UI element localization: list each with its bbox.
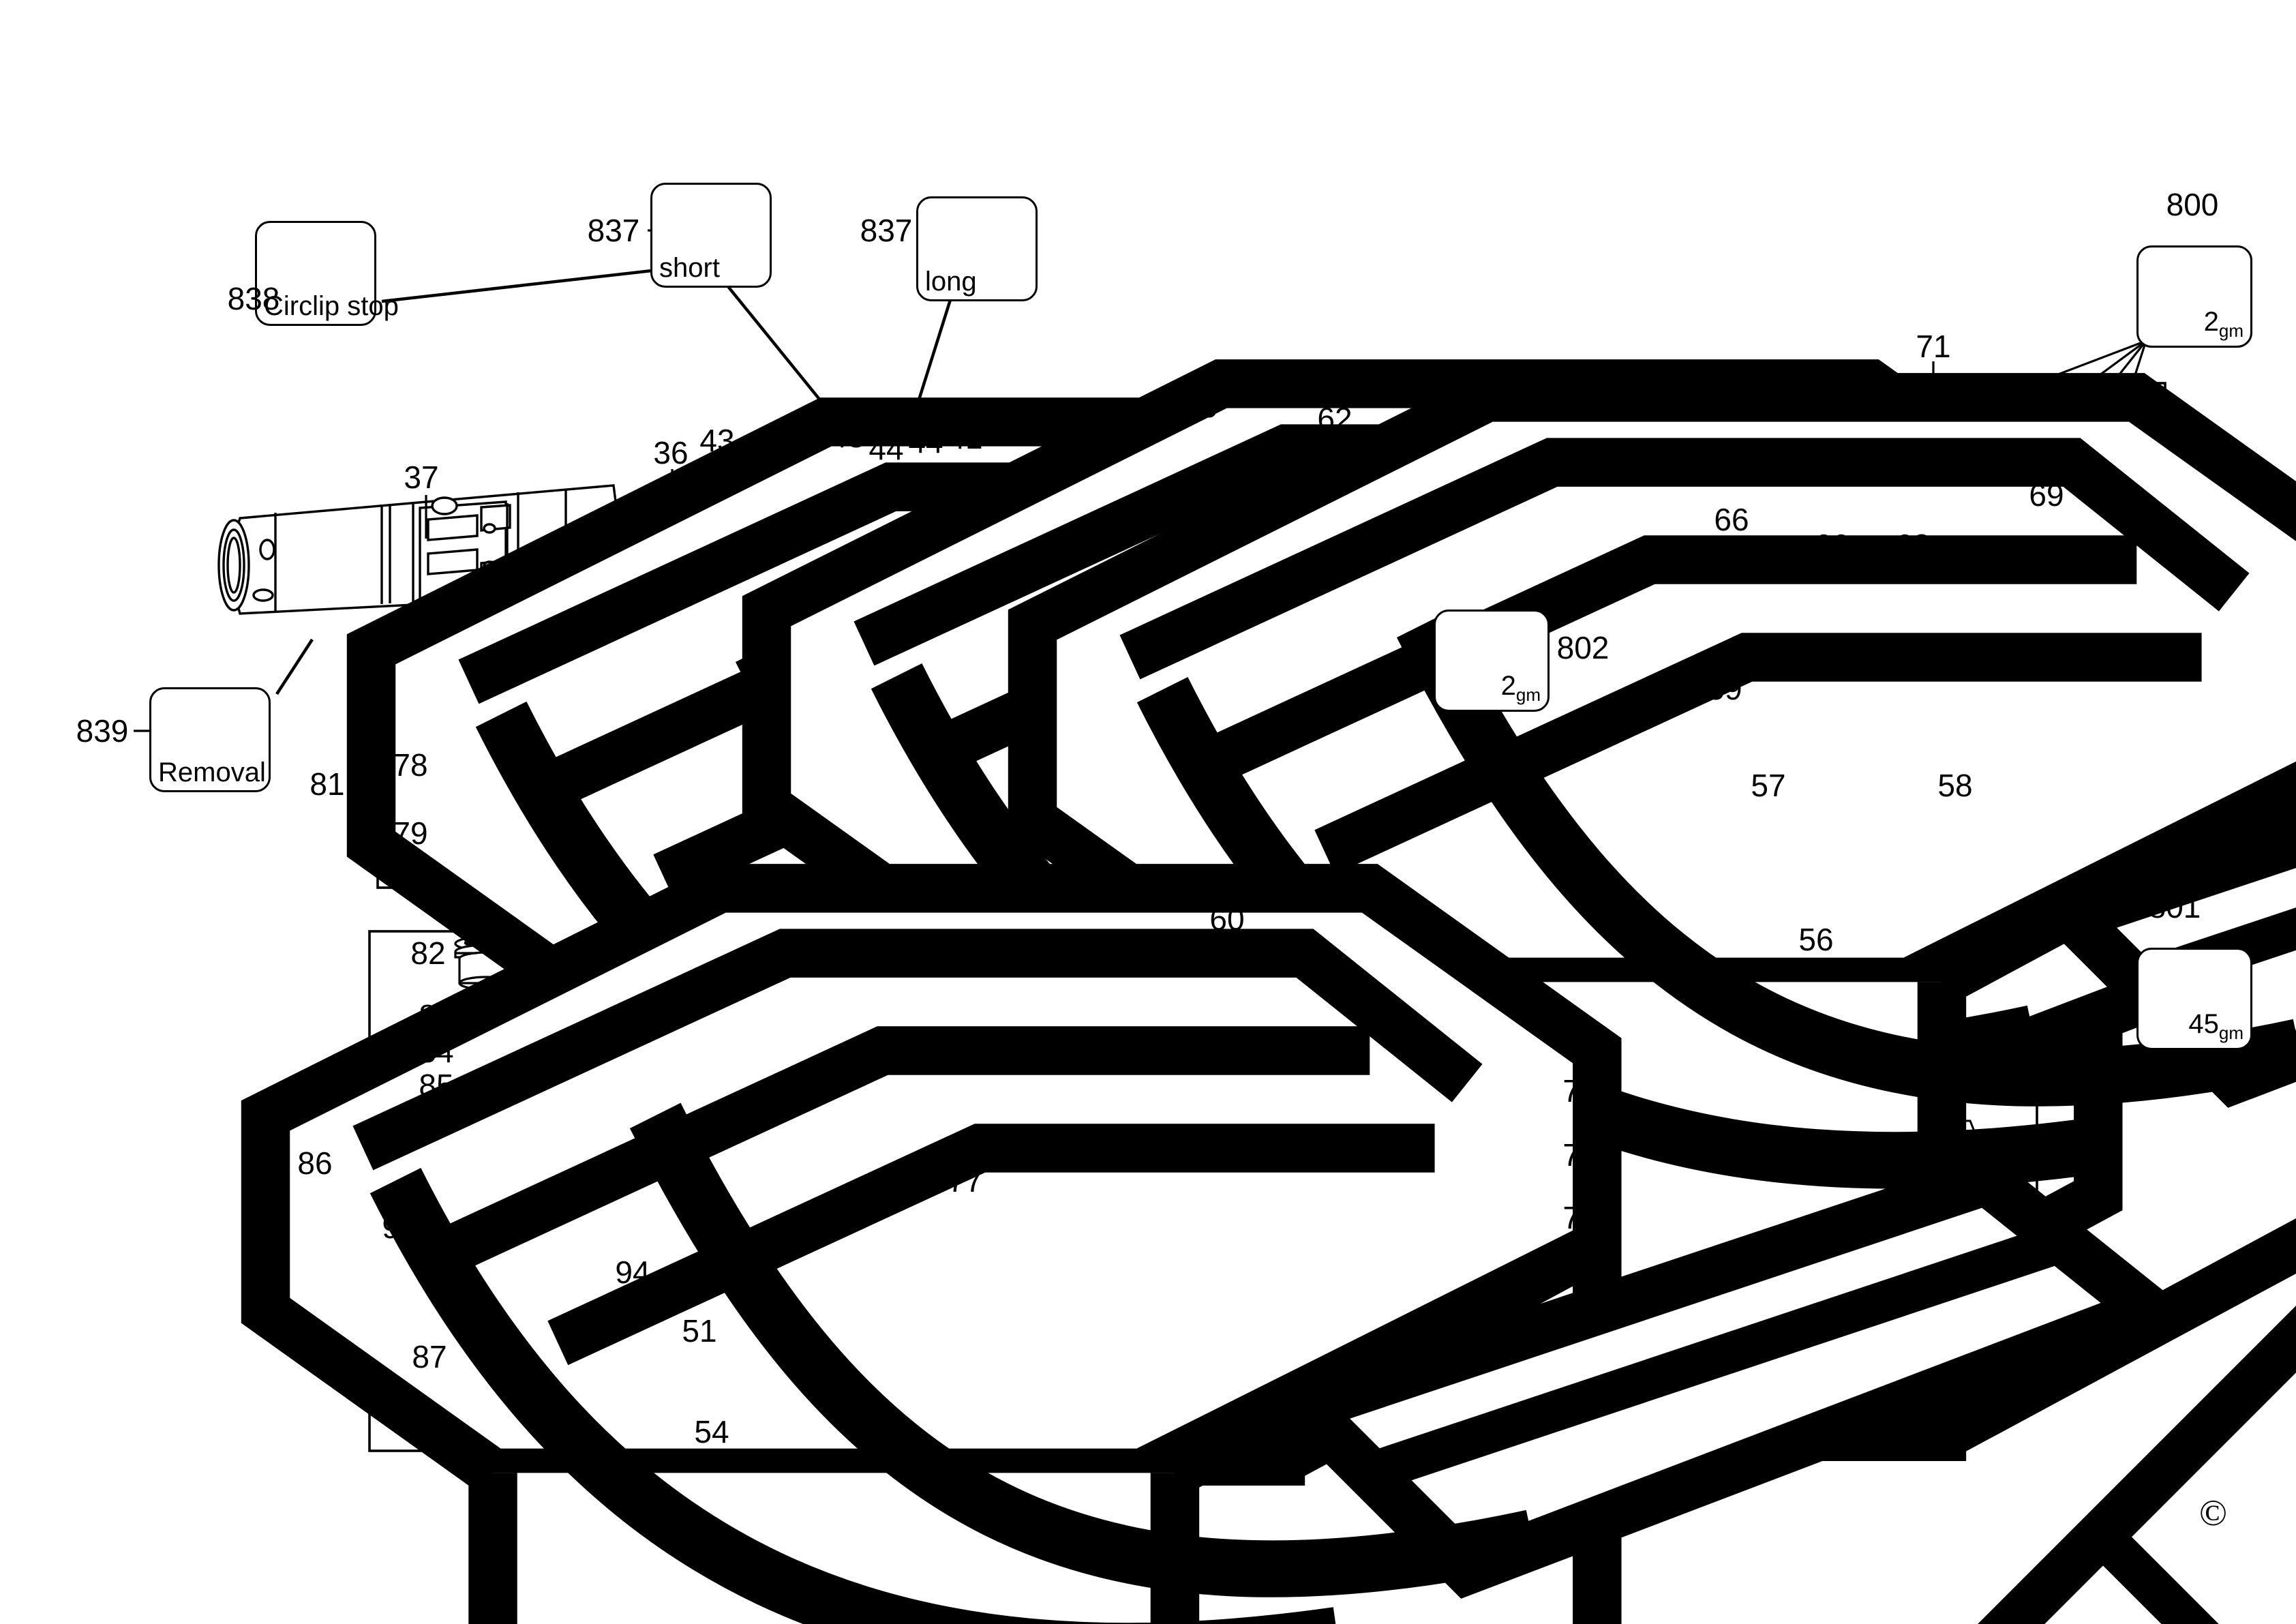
- shaft-part-label-42-10: 42: [1024, 416, 1059, 451]
- box71-part-label-70-3: 70: [2108, 487, 2143, 522]
- grease-callout-box-800: 2gm: [2136, 245, 2252, 348]
- box86-part-label-84-4: 84: [419, 1103, 454, 1139]
- callout-number-802: 802: [1556, 630, 1610, 665]
- box50-part-label-51-0: 51: [682, 1313, 717, 1349]
- shaft-part-label-63-15: 63: [1423, 367, 1459, 402]
- box50-part-label-94-1: 94: [615, 1254, 650, 1290]
- shaft-part-label-40-12: 40: [1111, 391, 1147, 427]
- callout-number-801: 801: [2148, 889, 2201, 924]
- grease-amount: 45gm: [2188, 1009, 2244, 1043]
- box86-part-label-82-0: 82: [410, 935, 446, 971]
- shaft-part-label-98-9: 98: [984, 417, 1020, 453]
- copyright-symbol: ©: [2199, 1492, 2228, 1533]
- tool-callout-box-837-2: long: [916, 196, 1038, 301]
- callout-number-838-0: 838: [227, 281, 280, 316]
- callout-number-800: 800: [2166, 187, 2219, 222]
- shaft-part-label-39-13: 39: [1183, 389, 1219, 424]
- group-box-label-59: 59: [1707, 671, 1742, 706]
- shaft-part-label-36-1: 36: [653, 435, 689, 470]
- box81-part-label-78-0: 78: [393, 747, 428, 783]
- tool-callout-box-837-1: short: [650, 183, 772, 288]
- shaft-part-label-41-8: 41: [948, 420, 983, 455]
- group-box-label-72: 72: [1659, 355, 1695, 390]
- shaft-part-label-44-7: 44: [908, 424, 943, 460]
- shaft-part-label-44-6: 44: [868, 431, 904, 466]
- box71-part-label-68-1: 68: [1895, 528, 1931, 563]
- box72-part-label-66-0: 66: [1714, 502, 1749, 537]
- shaft-part-label-98-3: 98: [738, 432, 773, 468]
- box86-part-label-90-5: 90: [382, 1209, 417, 1245]
- group-box-label-77: 77: [948, 1163, 983, 1199]
- box86-part-label-87-6: 87: [412, 1339, 447, 1374]
- box59-part-label-58-1: 58: [1937, 768, 1973, 803]
- tool-callout-box-839-3: Removal: [149, 687, 271, 792]
- box71-part-label-69-2: 69: [2029, 477, 2064, 513]
- grease-amount: 2gm: [2203, 307, 2244, 341]
- shaft-part-label-43-5: 43: [830, 419, 865, 454]
- shaft-part-label-62-14: 62: [1317, 401, 1353, 436]
- grease-callout-box-802: 2gm: [1434, 610, 1550, 712]
- shaft-part-label-65-18: 65: [1528, 390, 1564, 425]
- loose-part-label-60-2: 60: [1209, 901, 1245, 937]
- shaft-part-label-64-16: 64: [1465, 390, 1500, 425]
- box86-part-label-85-3: 85: [419, 1068, 454, 1103]
- tool-callout-label: short: [659, 253, 720, 283]
- tool-callout-label: Removal: [158, 757, 266, 787]
- tool-callout-label: long: [925, 267, 977, 297]
- box81-part-label-80-2: 80: [393, 852, 428, 888]
- loose-part-label-91-0: 91: [845, 881, 881, 916]
- shaft-part-label-42-4: 42: [780, 424, 815, 460]
- shaft-part-label-37-0: 37: [404, 460, 439, 495]
- tool-callout-label: Circlip stop: [264, 291, 399, 321]
- box59-part-label-57-0: 57: [1751, 768, 1786, 803]
- tool-callout-box-838-0: Circlip stop: [255, 221, 376, 326]
- box71-part-label-66-0: 66: [1814, 528, 1849, 563]
- box59-part-label-73-3: 73: [1562, 1073, 1598, 1109]
- box59-part-label-56-2: 56: [1798, 922, 1834, 957]
- shaft-part-label-41-11: 41: [1063, 410, 1099, 446]
- group-box-label-71: 71: [1916, 329, 1951, 364]
- box86-part-label-84-2: 84: [419, 1034, 454, 1069]
- loose-part-label-91-3: 91: [1303, 860, 1339, 896]
- box59-part-label-75-5: 75: [1562, 1200, 1598, 1235]
- group-box-label-81: 81: [309, 766, 345, 802]
- group-box-label-86: 86: [297, 1145, 333, 1181]
- grease-amount: 2gm: [1500, 671, 1541, 705]
- box86-part-label-83-1: 83: [419, 998, 454, 1034]
- group-box-label-50: 50: [618, 1001, 653, 1036]
- shaft-part-label-43-2: 43: [699, 423, 735, 458]
- box59-part-label-74-4: 74: [1562, 1137, 1598, 1173]
- callout-number-837-2: 837: [860, 213, 913, 248]
- box81-part-label-79-1: 79: [393, 815, 428, 851]
- grease-callout-box-801: 45gm: [2136, 948, 2252, 1050]
- callout-number-839-3: 839: [76, 713, 129, 749]
- loose-part-label-54-1: 54: [694, 1414, 729, 1449]
- shaft-part-label-76-17: 76: [1497, 378, 1532, 413]
- callout-number-837-1: 837: [587, 213, 640, 248]
